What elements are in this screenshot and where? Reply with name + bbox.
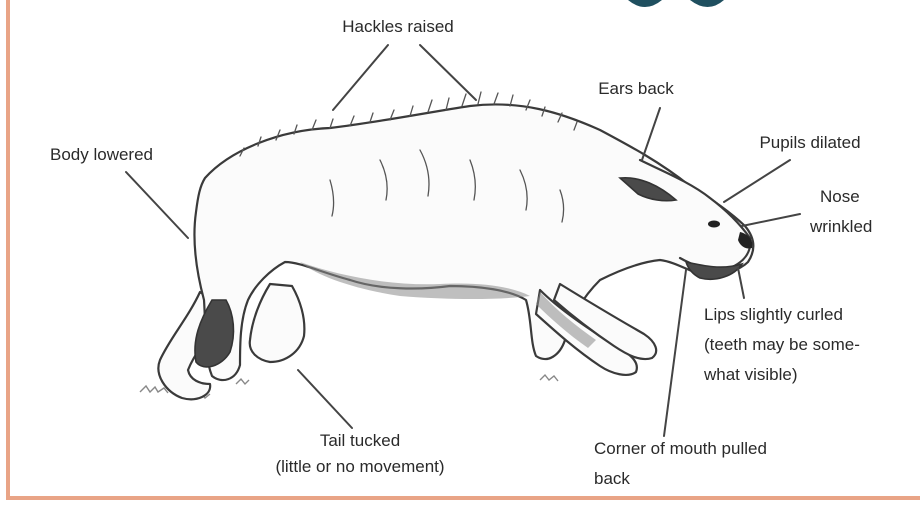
label-lips-line3: what visible): [703, 365, 798, 384]
label-lips-line2: (teeth may be some-: [704, 335, 860, 354]
leader-ears: [642, 108, 660, 160]
label-tail-line2: (little or no movement): [275, 457, 444, 476]
leader-lips: [738, 268, 744, 298]
dog-eye: [708, 221, 720, 228]
leader-body: [126, 172, 188, 238]
label-nose-line1: Nose: [820, 187, 860, 206]
label-lips-line1: Lips slightly curled: [704, 305, 843, 324]
dog-hind-leg: [250, 284, 305, 362]
label-pupils-dilated: Pupils dilated: [759, 133, 860, 152]
label-mouth-line1: Corner of mouth pulled: [594, 439, 767, 458]
leader-hackles-left: [333, 45, 388, 110]
leader-hackles-right: [420, 45, 476, 100]
dog-illustration: [158, 92, 753, 399]
leader-tail: [298, 370, 352, 428]
label-mouth-line2: back: [594, 469, 630, 488]
label-body-lowered: Body lowered: [50, 145, 153, 164]
label-ears-back: Ears back: [598, 79, 674, 98]
leader-nose: [742, 214, 800, 226]
label-nose-line2: wrinkled: [809, 217, 872, 236]
label-tail-line1: Tail tucked: [320, 431, 400, 450]
top-cropped-shapes: [628, 0, 724, 7]
leader-mouth: [664, 270, 686, 436]
leader-pupils: [724, 160, 790, 202]
label-hackles-raised: Hackles raised: [342, 17, 454, 36]
